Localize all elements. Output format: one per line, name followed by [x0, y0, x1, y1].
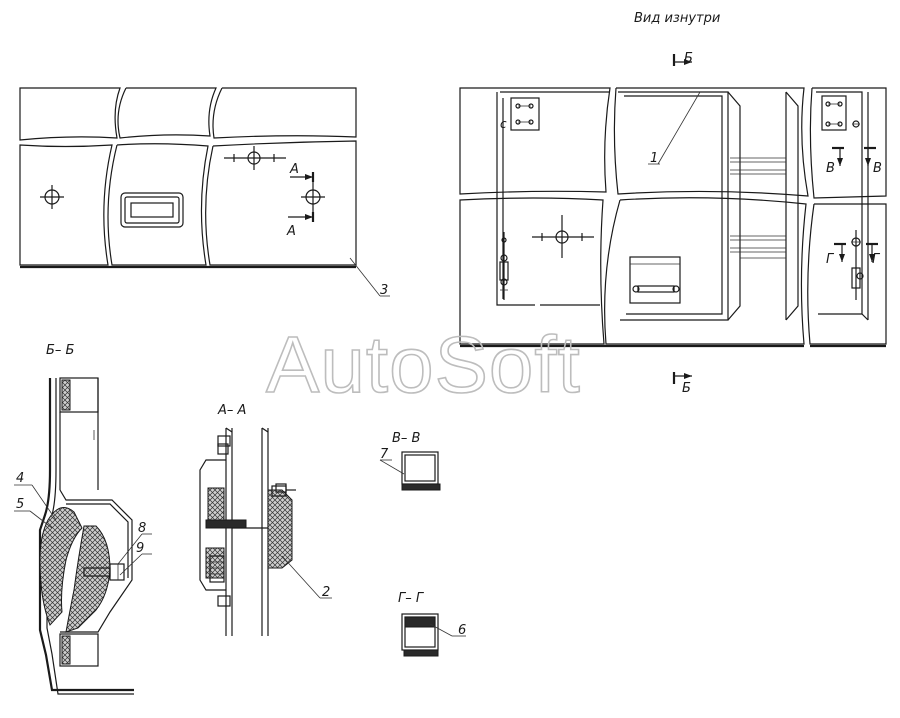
callout-1: 1 [650, 151, 658, 166]
hole-symbol-inner [532, 215, 594, 258]
cut-mark-v-right: В [873, 161, 882, 176]
callout-7: 7 [380, 447, 389, 462]
cut-mark-a-bottom: А [286, 224, 296, 239]
handle-plate [629, 256, 681, 304]
view-label: Вид изнутри [634, 11, 720, 26]
callout-5: 5 [16, 497, 24, 512]
hinge-bolt-top-left [515, 103, 534, 125]
cut-mark-g-right: Г [872, 252, 881, 267]
hole-section-a [288, 172, 325, 222]
section-aa [199, 427, 332, 636]
callout-9: 9 [136, 541, 144, 556]
callout-2: 2 [322, 585, 330, 600]
section-gg [401, 613, 466, 657]
callout-8: 8 [138, 521, 146, 536]
watermark: AutoSoft [266, 320, 581, 409]
cut-mark-a-top: А [289, 162, 299, 177]
section-bb [14, 377, 152, 695]
section-vv [379, 451, 441, 491]
cut-mark-g-left: Г [826, 252, 835, 267]
handle-recess [120, 192, 184, 228]
section-aa-title: А– А [217, 403, 246, 418]
cut-mark-v-left: В [826, 161, 835, 176]
lock-right [851, 230, 864, 300]
outer-panel-view [19, 87, 390, 297]
callout-4: 4 [16, 471, 24, 486]
svg-text:с: с [500, 117, 507, 131]
callout-6: 6 [458, 623, 466, 638]
inner-panel-view: с [459, 54, 887, 384]
section-bb-title: Б– Б [46, 343, 75, 358]
callout-3: 3 [380, 283, 388, 298]
hole-symbol-top [224, 146, 286, 170]
section-gg-title: Г– Г [398, 591, 425, 606]
hole-symbol-left [40, 185, 64, 209]
cut-mark-b-top: Б [684, 51, 693, 66]
lock-left [499, 232, 509, 300]
section-vv-title: В– В [392, 431, 421, 446]
cut-mark-b-bottom: Б [682, 381, 691, 396]
